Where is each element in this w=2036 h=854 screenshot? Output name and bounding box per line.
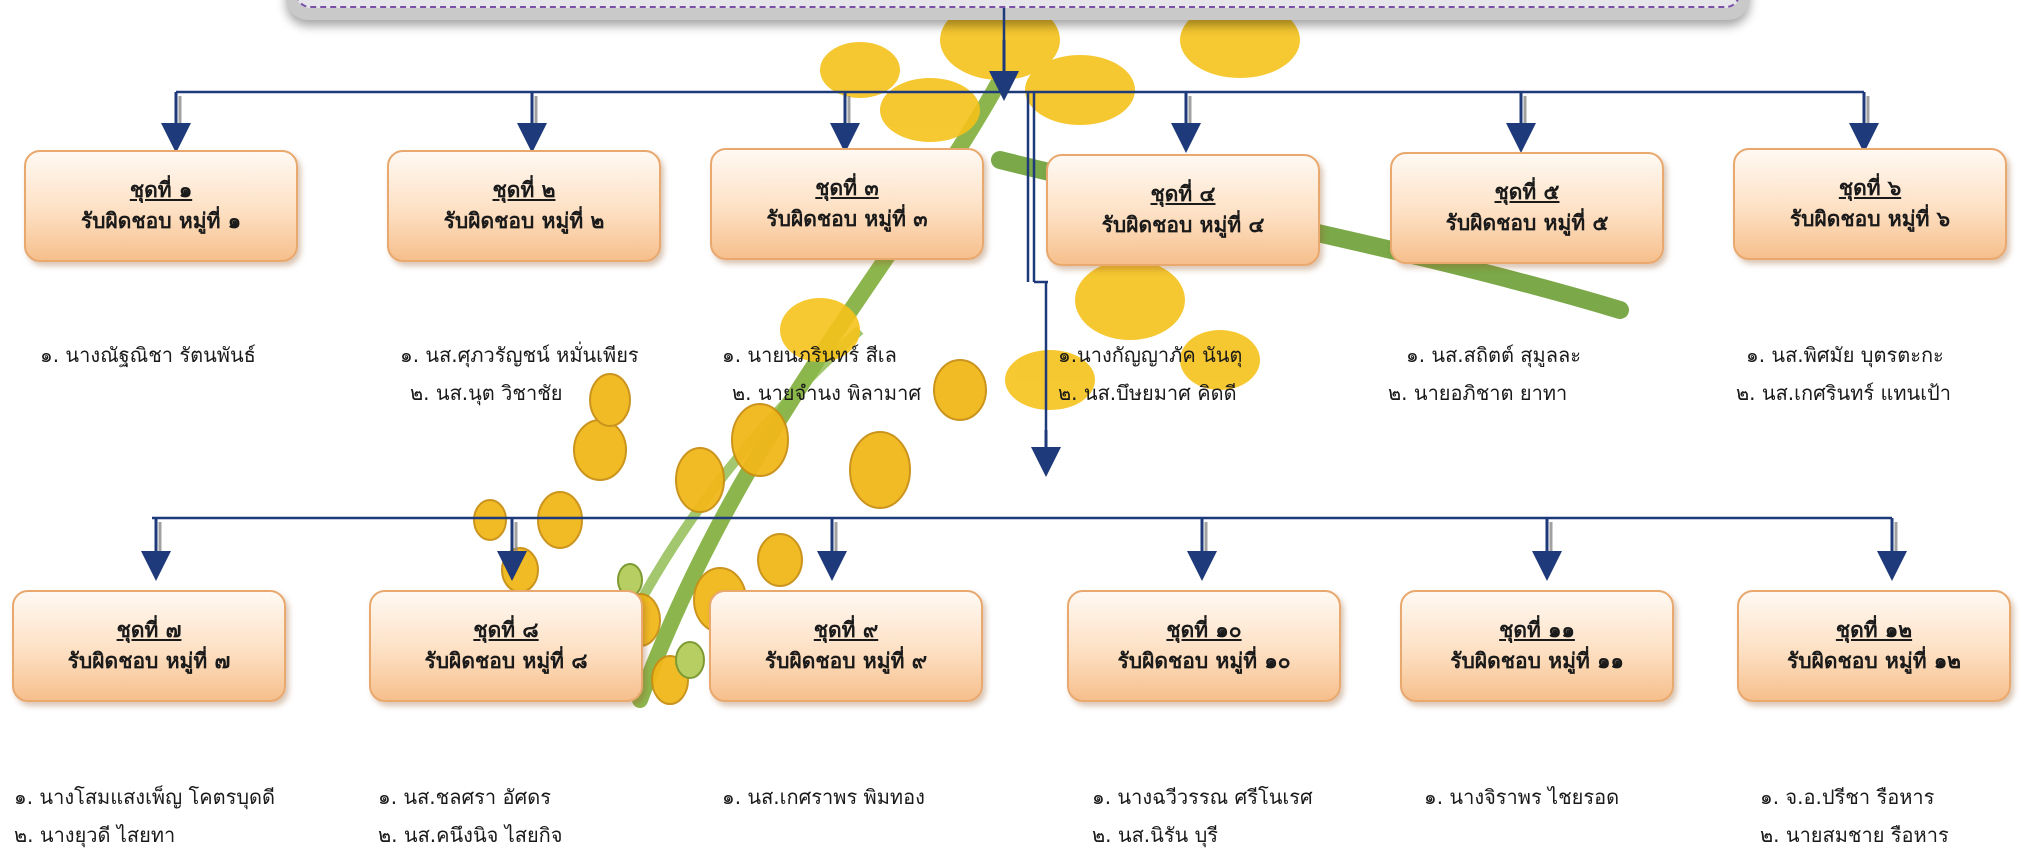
member-name: ๒. นส.นุต วิชาชัย (410, 381, 563, 405)
member-name: ๑. นส.เกศราพร พิมทอง (722, 785, 925, 809)
group-box-3: ชุดที่ ๓ รับผิดชอบ หมู่ที่ ๓ (710, 148, 984, 260)
group-box-8: ชุดที่ ๘ รับผิดชอบ หมู่ที่ ๘ (369, 590, 643, 702)
group-duty: รับผิดชอบ หมู่ที่ ๒ (443, 209, 605, 233)
group-title: ชุดที่ ๗ (116, 618, 182, 642)
member-name: ๒. นายจำนง พิลามาศ (732, 381, 922, 405)
group-duty: รับผิดชอบ หมู่ที่ ๖ (1789, 207, 1951, 231)
group-title: ชุดที่ ๑๒ (1835, 618, 1913, 642)
member-name: ๒. นายสมชาย รือหาร (1760, 823, 1949, 847)
group-duty: รับผิดชอบ หมู่ที่ ๓ (766, 207, 928, 231)
member-name: ๒. นส.นิรัน บุรี (1092, 823, 1219, 847)
group-box-4: ชุดที่ ๔ รับผิดชอบ หมู่ที่ ๔ (1046, 154, 1320, 266)
group-members-9: ๑. นส.เกศราพร พิมทอง (722, 778, 1052, 816)
top-banner (286, 0, 1750, 20)
group-duty: รับผิดชอบ หมู่ที่ ๘ (424, 649, 588, 673)
group-duty: รับผิดชอบ หมู่ที่ ๑๑ (1450, 649, 1624, 673)
group-members-7: ๑. นางโสมแสงเพ็ญ โคตรบุดดี ๒. นางยุวดี ไ… (14, 778, 344, 854)
group-title: ชุดที่ ๓ (815, 176, 879, 200)
group-duty: รับผิดชอบ หมู่ที่ ๕ (1445, 211, 1609, 235)
member-name: ๑. นางฉวีวรรณ ศรีโนเรศ (1092, 785, 1313, 809)
group-box-5: ชุดที่ ๕ รับผิดชอบ หมู่ที่ ๕ (1390, 152, 1664, 264)
group-box-2: ชุดที่ ๒ รับผิดชอบ หมู่ที่ ๒ (387, 150, 661, 262)
member-name: ๒. นส.เกศรินทร์ แทนเป้า (1736, 381, 1951, 405)
group-duty: รับผิดชอบ หมู่ที่ ๙ (764, 649, 928, 673)
group-box-10: ชุดที่ ๑๐ รับผิดชอบ หมู่ที่ ๑๐ (1067, 590, 1341, 702)
member-name: ๑. นางณัฐณิชา รัตนพันธ์ (40, 343, 256, 367)
group-members-5: ๑. นส.สถิตต์ สุมูลละ ๒. นายอภิชาต ยาทา (1388, 336, 1718, 412)
group-box-9: ชุดที่ ๙ รับผิดชอบ หมู่ที่ ๙ (709, 590, 983, 702)
group-title: ชุดที่ ๑๑ (1499, 618, 1575, 642)
group-box-6: ชุดที่ ๖ รับผิดชอบ หมู่ที่ ๖ (1733, 148, 2007, 260)
group-box-12: ชุดที่ ๑๒ รับผิดชอบ หมู่ที่ ๑๒ (1737, 590, 2011, 702)
member-name: ๒. นายอภิชาต ยาทา (1388, 381, 1568, 405)
member-name: ๑. นางจิราพร ไชยรอด (1424, 785, 1620, 809)
group-duty: รับผิดชอบ หมู่ที่ ๑๒ (1786, 649, 1962, 673)
member-name: ๑. นางโสมแสงเพ็ญ โคตรบุดดี (14, 785, 276, 809)
group-title: ชุดที่ ๑ (129, 178, 193, 202)
group-members-4: ๑.นางกัญญาภัค นันตุ ๒. นส.บึษยมาศ คิดดี (1058, 336, 1388, 412)
member-name: ๑. นายนภรินทร์ สีเล (722, 343, 897, 367)
group-duty: รับผิดชอบ หมู่ที่ ๗ (67, 649, 231, 673)
member-name: ๑. นส.สถิตต์ สุมูลละ (1406, 343, 1581, 367)
member-name: ๒. นส.คนึงนิจ ไสยกิจ (378, 823, 563, 847)
group-title: ชุดที่ ๔ (1150, 182, 1216, 206)
group-box-11: ชุดที่ ๑๑ รับผิดชอบ หมู่ที่ ๑๑ (1400, 590, 1674, 702)
member-name: ๑. จ.อ.ปรีชา รือหาร (1760, 785, 1935, 809)
group-members-6: ๑. นส.พิศมัย บุตรตะกะ ๒. นส.เกศรินทร์ แท… (1736, 336, 2036, 412)
group-members-12: ๑. จ.อ.ปรีชา รือหาร ๒. นายสมชาย รือหาร (1760, 778, 2036, 854)
member-name: ๑.นางกัญญาภัค นันตุ (1058, 343, 1243, 367)
group-duty: รับผิดชอบ หมู่ที่ ๔ (1101, 213, 1265, 237)
group-duty: รับผิดชอบ หมู่ที่ ๑๐ (1117, 649, 1291, 673)
group-title: ชุดที่ ๙ (813, 618, 879, 642)
group-title: ชุดที่ ๒ (492, 178, 556, 202)
member-name: ๑. นส.ชลศรา อัศดร (378, 785, 551, 809)
group-title: ชุดที่ ๕ (1494, 180, 1560, 204)
group-members-8: ๑. นส.ชลศรา อัศดร ๒. นส.คนึงนิจ ไสยกิจ (378, 778, 708, 854)
member-name: ๒. นส.บึษยมาศ คิดดี (1058, 381, 1237, 405)
group-members-11: ๑. นางจิราพร ไชยรอด (1424, 778, 1754, 816)
group-box-7: ชุดที่ ๗ รับผิดชอบ หมู่ที่ ๗ (12, 590, 286, 702)
group-duty: รับผิดชอบ หมู่ที่ ๑ (80, 209, 242, 233)
group-members-1: ๑. นางณัฐณิชา รัตนพันธ์ (40, 336, 370, 374)
member-name: ๑. นส.ศุภวรัญชน์ หมั่นเพียร (400, 343, 639, 367)
group-members-2: ๑. นส.ศุภวรัญชน์ หมั่นเพียร ๒. นส.นุต วิ… (400, 336, 730, 412)
group-title: ชุดที่ ๘ (473, 618, 539, 642)
group-box-1: ชุดที่ ๑ รับผิดชอบ หมู่ที่ ๑ (24, 150, 298, 262)
group-title: ชุดที่ ๖ (1838, 176, 1902, 200)
member-name: ๒. นางยุวดี ไสยทา (14, 823, 176, 847)
group-members-10: ๑. นางฉวีวรรณ ศรีโนเรศ ๒. นส.นิรัน บุรี (1092, 778, 1422, 854)
group-title: ชุดที่ ๑๐ (1166, 618, 1242, 642)
group-members-3: ๑. นายนภรินทร์ สีเล ๒. นายจำนง พิลามาศ (722, 336, 1052, 412)
member-name: ๑. นส.พิศมัย บุตรตะกะ (1746, 343, 1944, 367)
